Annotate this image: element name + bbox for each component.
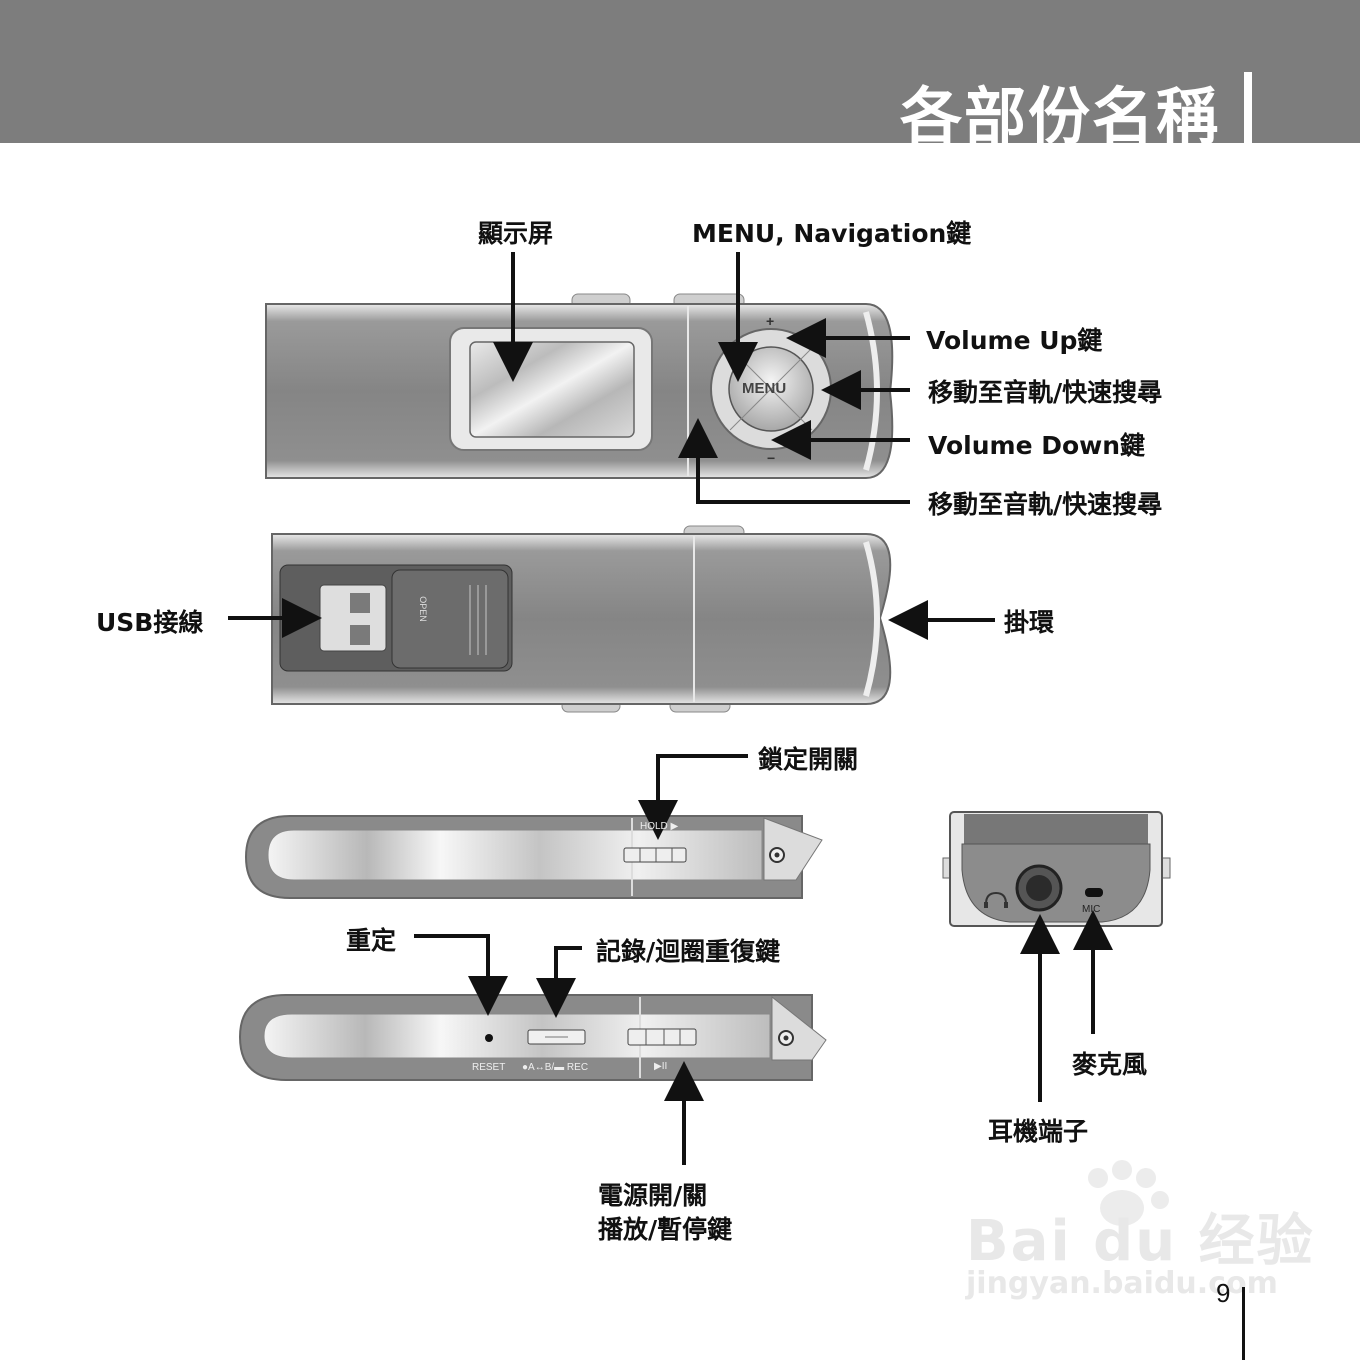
label-power-line1: 電源開/關 [598, 1176, 707, 1212]
menu-button-text: MENU [742, 380, 786, 397]
device-side-view-hold [246, 816, 822, 898]
page-number: 9 [1216, 1278, 1230, 1309]
device-end-view [943, 812, 1170, 926]
label-volume-up: Volume Up鍵 [926, 321, 1102, 357]
label-hold-switch: 鎖定開關 [758, 740, 858, 776]
hold-switch [624, 848, 686, 862]
play-pause-text: ▶II [654, 1061, 667, 1072]
label-menu-navigation: MENU, Navigation鍵 [692, 214, 971, 250]
page-number-rule [1242, 1287, 1245, 1360]
usb-open-text: OPEN [418, 596, 428, 622]
mic-hole [1085, 888, 1103, 897]
minus-mark: − [767, 450, 775, 466]
device-top-view [266, 294, 892, 478]
watermark-url: jingyan.baidu.com [966, 1266, 1278, 1301]
label-usb: USB接線 [96, 603, 203, 639]
plus-mark: + [766, 313, 774, 329]
reset-text: RESET [472, 1062, 505, 1073]
label-power-line2: 播放/暫停鍵 [598, 1210, 732, 1246]
rec-text: ●A↔B/▬ REC [522, 1062, 588, 1073]
display-screen [470, 342, 634, 437]
hold-text: HOLD ▶ [640, 821, 678, 832]
label-display: 顯示屏 [478, 214, 553, 250]
power-switch [628, 1029, 696, 1045]
label-rec-button: 記錄/迴圈重復鍵 [596, 932, 780, 968]
label-track-forward: 移動至音軌/快速搜尋 [928, 373, 1162, 409]
label-earphone: 耳機端子 [988, 1112, 1088, 1148]
device-back-view [272, 526, 890, 712]
mic-text: MIC [1082, 904, 1100, 915]
label-strap: 掛環 [1004, 603, 1054, 639]
watermark-brand: Bai du 经验 [966, 1196, 1315, 1277]
label-mic: 麥克風 [1072, 1045, 1147, 1081]
label-reset: 重定 [346, 921, 396, 957]
label-volume-down: Volume Down鍵 [928, 426, 1145, 462]
label-track-back: 移動至音軌/快速搜尋 [928, 485, 1162, 521]
reset-hole [485, 1034, 493, 1042]
